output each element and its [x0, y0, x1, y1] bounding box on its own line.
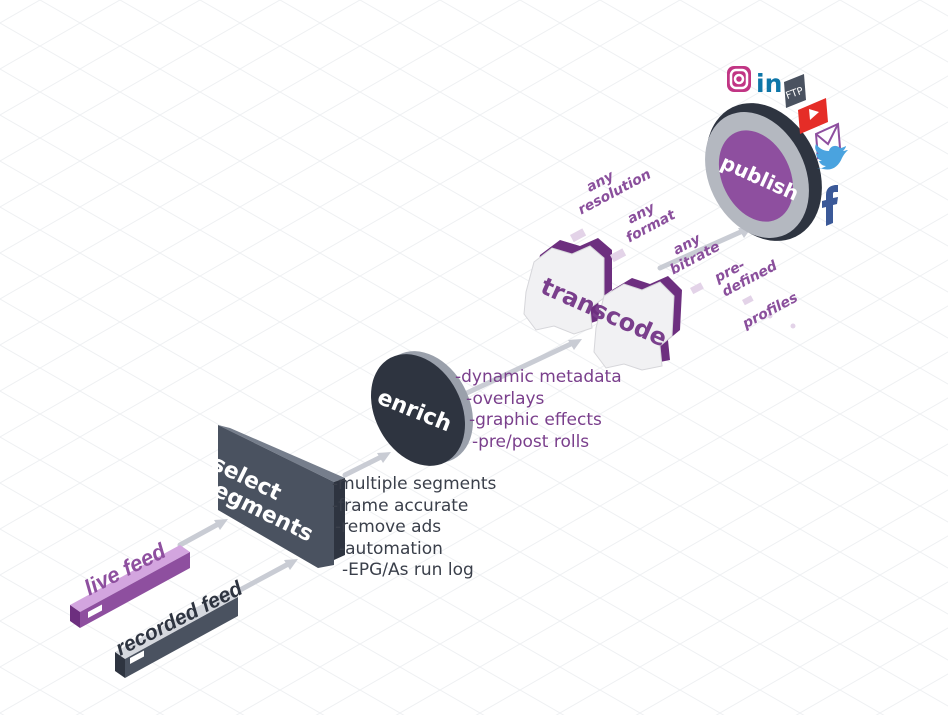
twitter-icon: [815, 144, 848, 170]
feature-remove-ads: -remove ads: [335, 517, 442, 537]
feature-multiple-segments: -multiple segments: [332, 474, 497, 494]
facebook-icon: [822, 185, 838, 226]
arrow-live-to-select: [177, 519, 225, 548]
feature-graphic-effects: -graphic effects: [469, 410, 602, 430]
arrow-recorded-to-select: [237, 559, 295, 593]
feature-dynamic-metadata: -dynamic metadata: [455, 367, 622, 387]
gear-left: [523, 238, 612, 335]
instagram-icon: [727, 66, 751, 92]
feature-pre-post-rolls: -pre/post rolls: [472, 431, 590, 452]
enrich-feature-list: -dynamic metadata -overlays -graphic eff…: [455, 367, 622, 453]
arrow-select-to-enrich: [342, 452, 388, 478]
svg-text:in: in: [756, 69, 782, 98]
arrow-transcode-to-publish: [657, 227, 748, 271]
linkedin-icon: in: [756, 69, 782, 98]
feature-automation: -automation: [339, 538, 443, 559]
select-feature-list: -multiple segments -frame accurate -remo…: [332, 474, 496, 582]
feature-epg-log: -EPG/As run log: [342, 560, 474, 580]
ftp-icon: FTP: [784, 74, 806, 108]
gear-right: [593, 276, 682, 371]
feature-frame-accurate: -frame accurate: [332, 495, 469, 516]
arrow-enrich-to-transcode: [449, 339, 578, 403]
youtube-icon: [798, 98, 828, 134]
feature-overlays: -overlays: [466, 388, 545, 409]
